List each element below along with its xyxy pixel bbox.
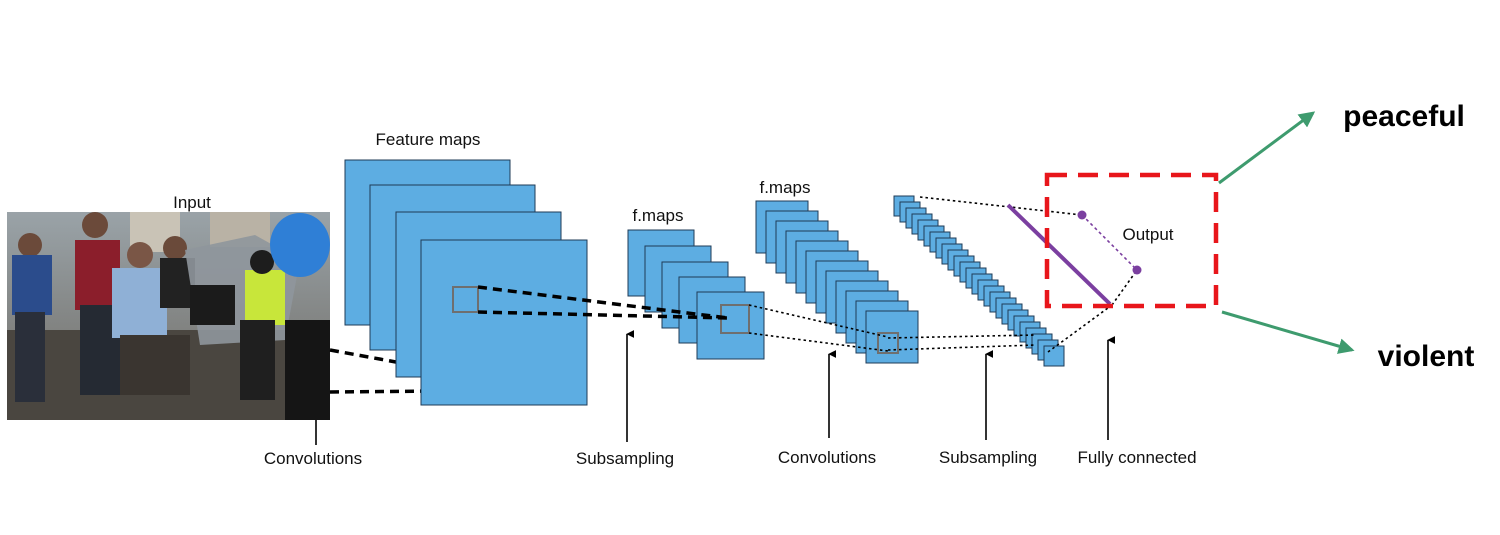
- receptive-field-box: [877, 332, 899, 354]
- feature-map: [865, 310, 919, 364]
- output-node: [1132, 265, 1142, 275]
- layer-pointer-lines: [315, 330, 1116, 445]
- fc-neuron-bar: [1006, 203, 1112, 306]
- feature-maps-stack-2: [627, 229, 765, 360]
- feature-maps-stack-1: [344, 159, 588, 406]
- peaceful-class-label: peaceful: [1343, 100, 1465, 133]
- violent-class-label: violent: [1378, 340, 1475, 373]
- fmaps-label-1: f.maps: [632, 206, 683, 225]
- fully-connected-layer: [919, 196, 1142, 353]
- feature-map: [420, 239, 588, 406]
- fully-connected-label: Fully connected: [1077, 448, 1196, 467]
- feature-map: [1043, 345, 1065, 367]
- input-photo: [7, 212, 330, 420]
- peaceful-arrow: [1218, 111, 1316, 185]
- subsampling-label-2: Subsampling: [939, 448, 1037, 467]
- feature-map: [696, 291, 765, 360]
- feature-maps-label: Feature maps: [376, 130, 481, 149]
- convolutions-label-2: Convolutions: [778, 448, 876, 467]
- input-label: Input: [173, 193, 211, 212]
- feature-maps-stack-4: [893, 195, 1065, 367]
- subsample-projection-lines: [477, 285, 729, 320]
- output-highlight-box: [1044, 172, 1219, 309]
- violent-arrow: [1221, 310, 1355, 354]
- fmaps-label-2: f.maps: [759, 178, 810, 197]
- output-label: Output: [1122, 225, 1173, 244]
- subsample2-projection-lines: [887, 334, 1036, 351]
- output-node: [1077, 210, 1087, 220]
- receptive-field-box: [452, 286, 479, 313]
- convolutions-label-1: Convolutions: [264, 449, 362, 468]
- subsampling-label-1: Subsampling: [576, 449, 674, 468]
- feature-maps-stack-3: [755, 200, 919, 364]
- conv2-projection-lines: [748, 304, 889, 352]
